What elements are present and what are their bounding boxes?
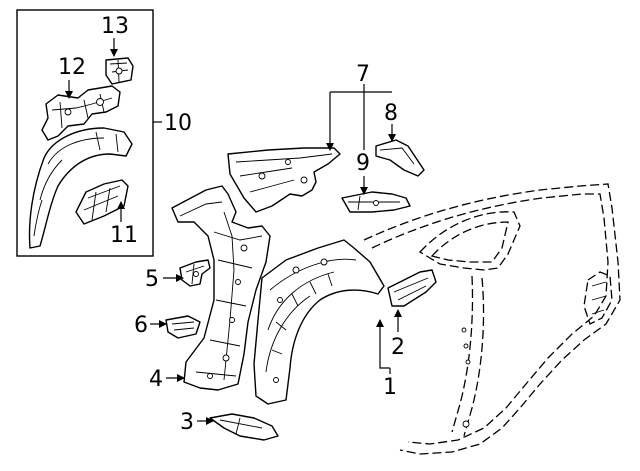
inset-frame [16, 9, 154, 257]
callout-12: 12 [58, 55, 86, 80]
leader-lines [65, 38, 402, 425]
callout-13: 13 [101, 14, 129, 39]
callout-7: 7 [356, 62, 370, 87]
small-bracket-part [179, 259, 211, 287]
upper-reinforcement-part [41, 85, 121, 141]
quarter-panel-outline [363, 183, 621, 455]
wheelhouse-inner-panel-part [75, 179, 129, 225]
callout-2: 2 [391, 335, 405, 360]
rail-extension-part [341, 191, 411, 213]
wheelhouse-extension-part [387, 269, 437, 307]
callout-labels: 13 12 10 11 7 8 9 5 6 4 3 2 1 [58, 14, 405, 435]
callout-8: 8 [384, 101, 398, 126]
callout-5: 5 [145, 267, 159, 292]
quarter-inner-panel-part [171, 185, 271, 391]
inner-wheelhouse-liner-part [28, 127, 133, 249]
wheelhouse-outer-part [253, 239, 385, 405]
rail-brace-part [375, 139, 425, 177]
callout-11: 11 [110, 223, 138, 248]
leader-1 [376, 319, 390, 369]
upper-rail-panel-part [227, 147, 341, 213]
callout-9: 9 [356, 151, 370, 176]
callout-4: 4 [149, 367, 163, 392]
rear-floor-bracket-part [209, 413, 279, 441]
callout-10: 10 [164, 111, 192, 136]
callout-3: 3 [180, 410, 194, 435]
callout-6: 6 [134, 313, 148, 338]
callout-1: 1 [383, 375, 397, 400]
bracket-plate-part [165, 315, 201, 339]
reinforcement-bracket-part [105, 57, 134, 85]
